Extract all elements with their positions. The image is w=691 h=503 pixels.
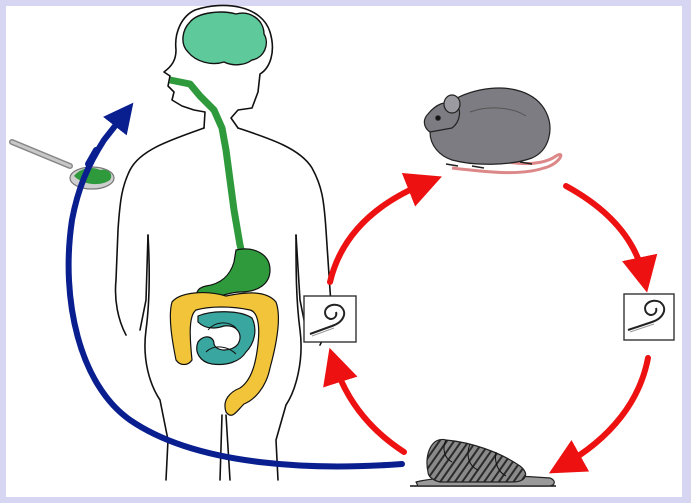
- human-body-outline-icon: [115, 5, 330, 480]
- arrow-snail-to-larva: [334, 362, 404, 452]
- snail-icon: [410, 439, 556, 486]
- larva-box-right: [624, 294, 674, 340]
- rat-icon: [424, 88, 561, 173]
- brain-icon: [183, 12, 266, 65]
- arrow-rat-to-larva: [566, 186, 644, 278]
- life-cycle-arrows: [330, 182, 648, 466]
- larva-box-left: [304, 296, 356, 342]
- infection-arrow-start: [88, 150, 96, 164]
- arrow-larva-to-rat: [330, 182, 428, 282]
- arrow-larva-to-snail: [562, 358, 648, 466]
- digestive-tract-icon: [170, 80, 278, 415]
